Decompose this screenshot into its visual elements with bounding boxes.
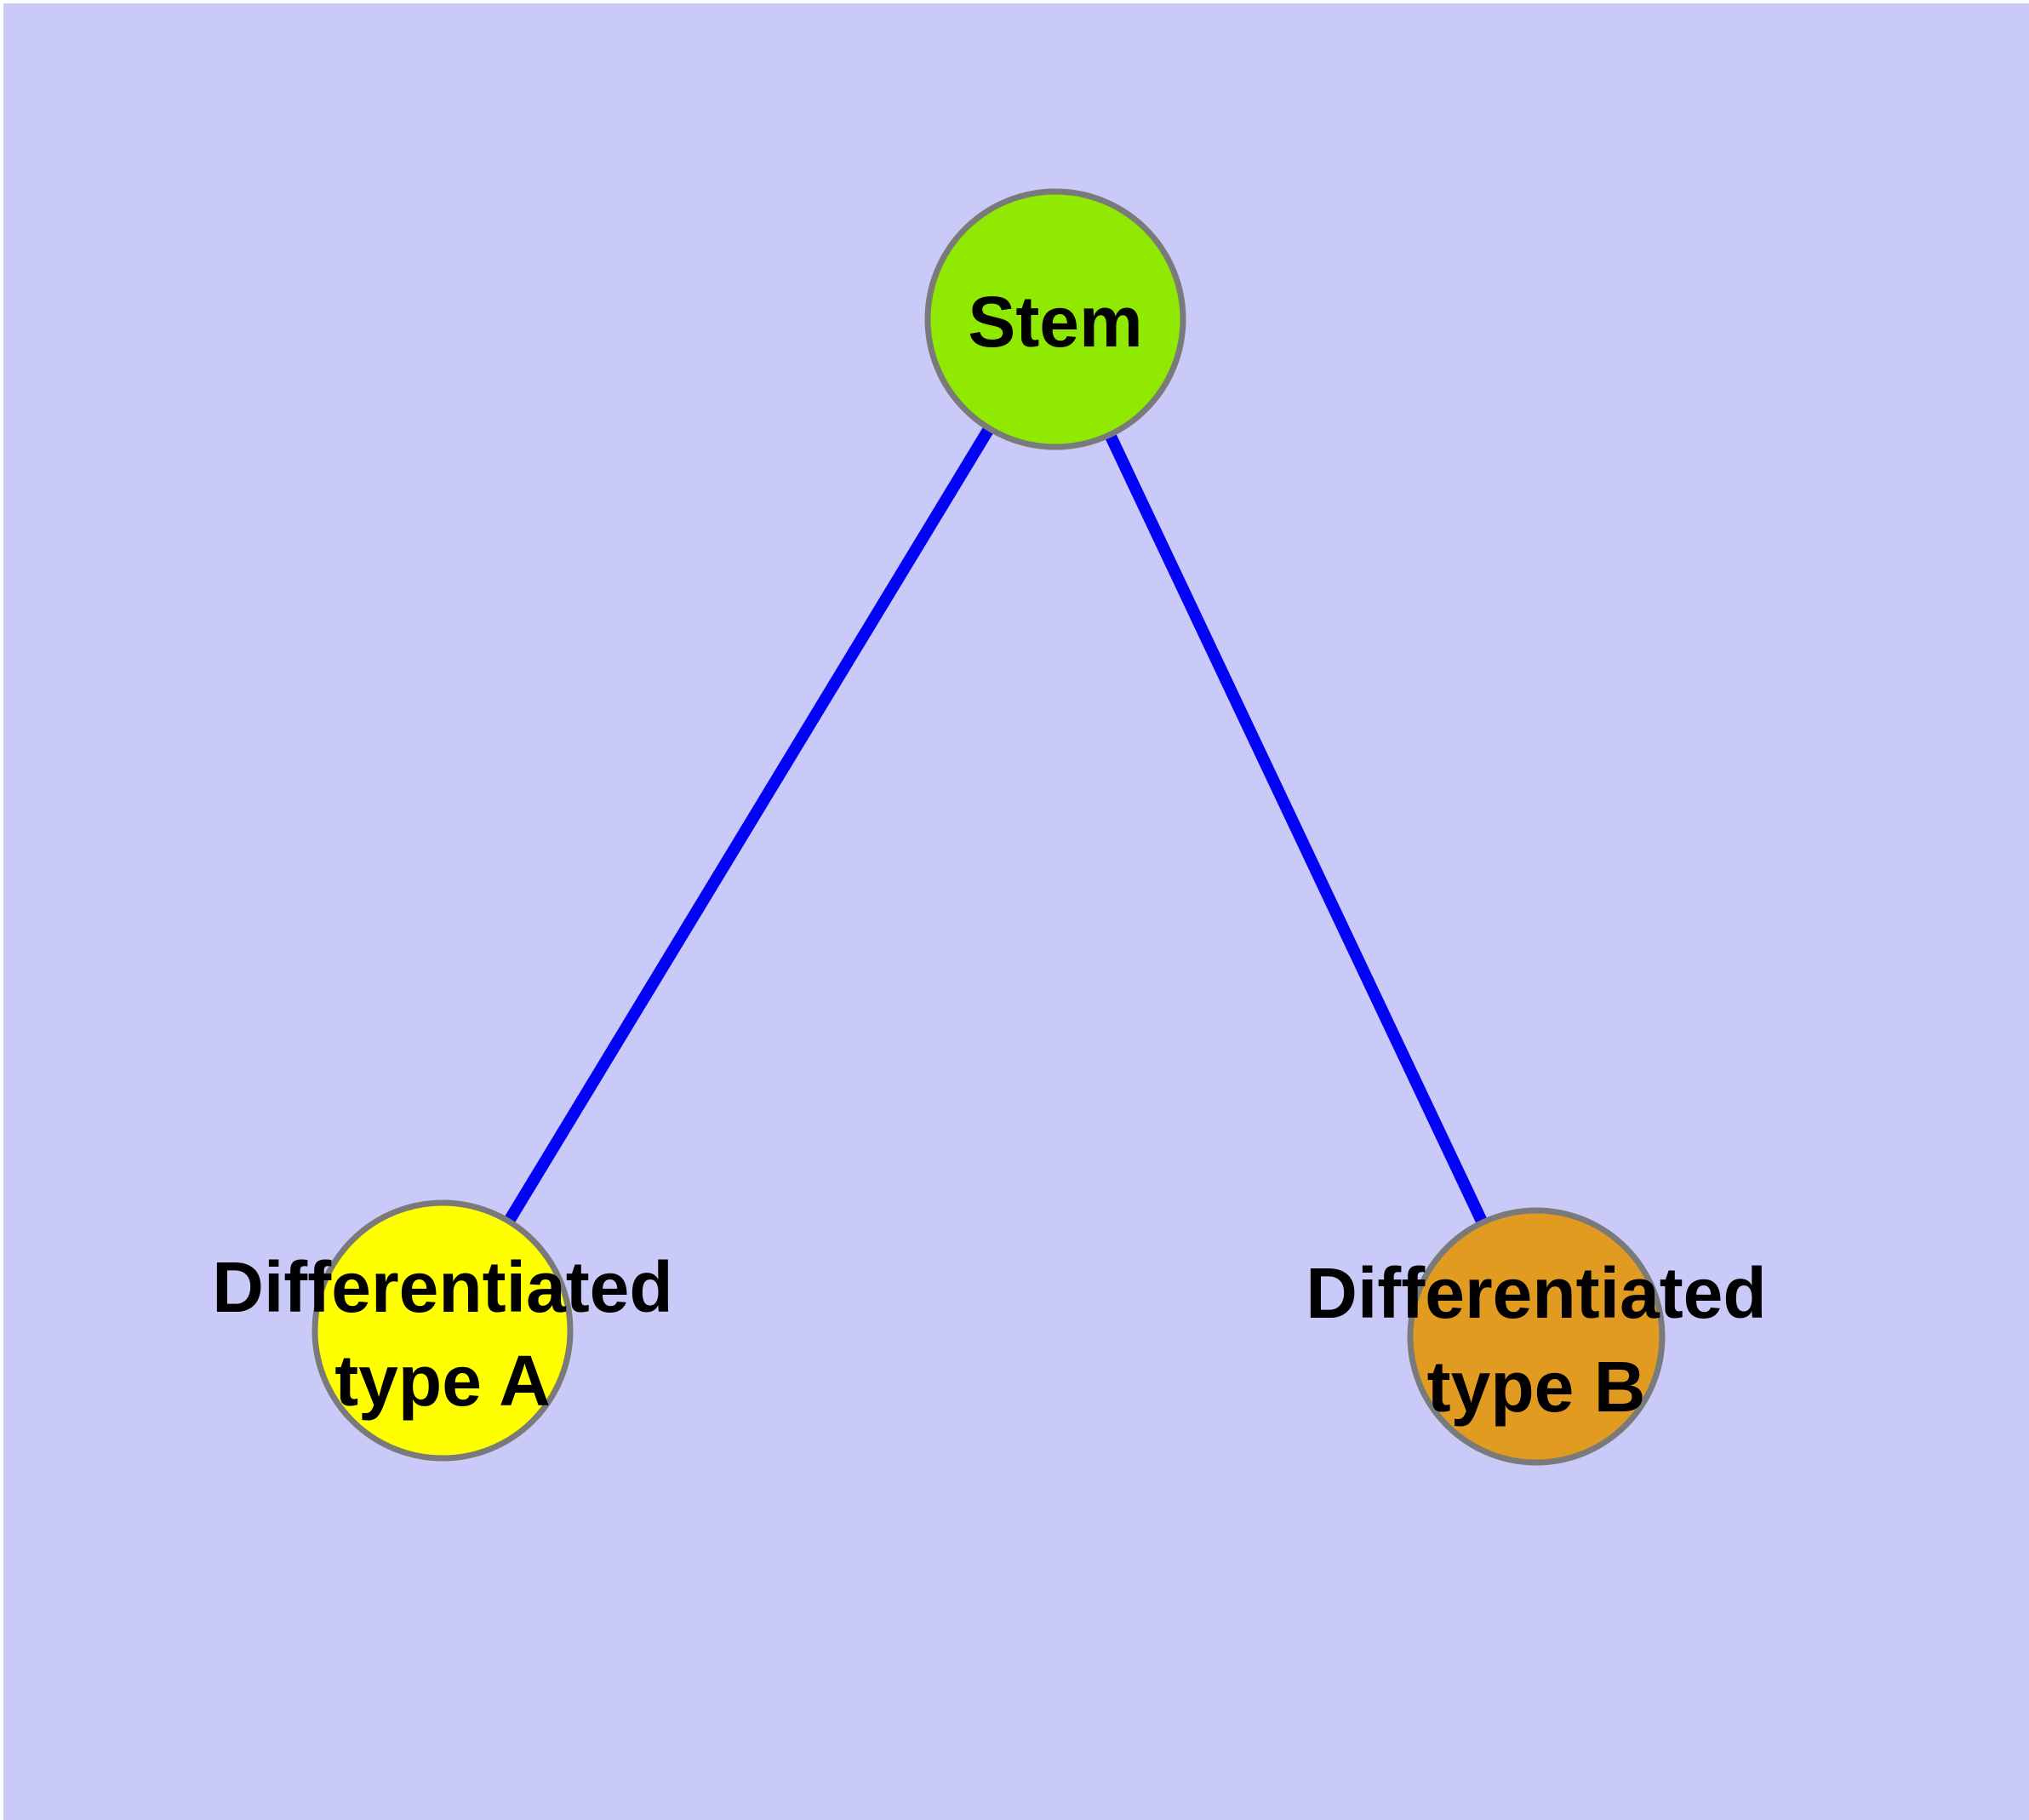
node-differentiated-type-a: Differentiated type A (212, 1199, 673, 1462)
node-differentiated-type-b-label-line1: Differentiated (1306, 1253, 1766, 1333)
frame-left-edge (0, 0, 3, 1820)
node-differentiated-type-a-label-line1: Differentiated (212, 1247, 672, 1327)
node-stem-circle (924, 188, 1186, 450)
node-differentiated-type-b: Differentiated type B (1306, 1207, 1767, 1466)
edge-stem-to-type-a (437, 316, 1060, 1334)
node-stem: Stem (924, 188, 1186, 450)
node-differentiated-type-b-label-line2: type B (1427, 1347, 1646, 1427)
node-differentiated-type-b-circle (1407, 1207, 1666, 1466)
frame-top-edge (0, 0, 2029, 3)
node-differentiated-type-a-label-line2: type A (334, 1341, 551, 1421)
node-differentiated-type-a-circle (311, 1199, 574, 1462)
node-stem-label: Stem (968, 282, 1142, 362)
edge-stem-to-type-b (1049, 317, 1542, 1339)
